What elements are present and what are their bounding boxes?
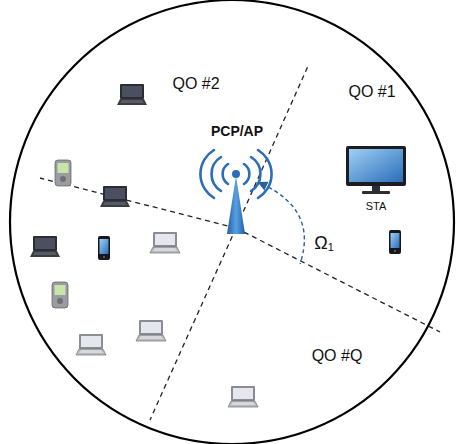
sector-label: QO #Q [312, 347, 363, 365]
access-point-label: PCP/AP [211, 124, 263, 139]
angle-label: Ω₁ [314, 234, 334, 254]
sector-label: QO #2 [172, 75, 219, 93]
sector-label: QO #1 [348, 83, 395, 101]
station-label: STA [366, 200, 387, 212]
